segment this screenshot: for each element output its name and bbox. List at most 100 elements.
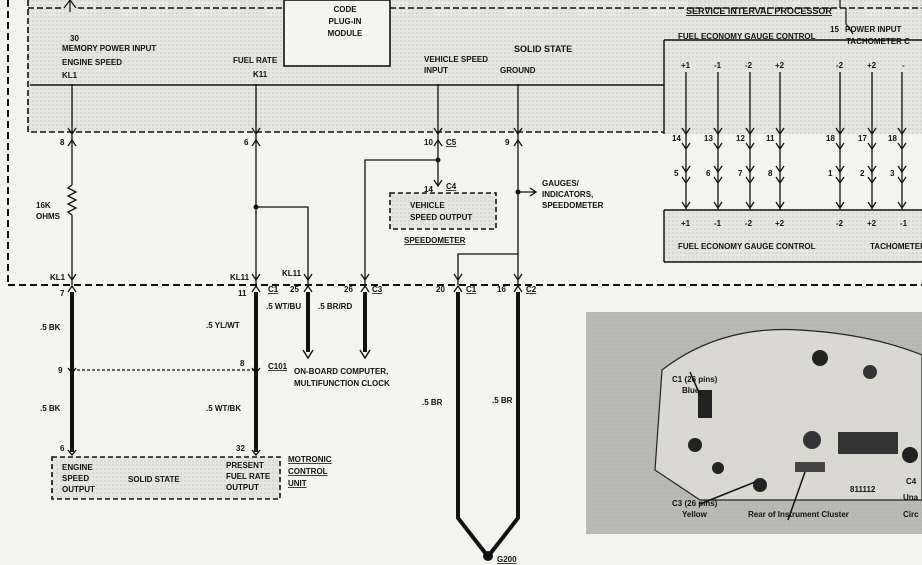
memory-power-label: MEMORY POWER INPUT (62, 44, 156, 53)
photo-code-label: 811112 (850, 485, 876, 494)
svg-text:+2: +2 (775, 219, 785, 228)
c1-connector (698, 390, 712, 418)
pin-32: 32 (236, 444, 245, 453)
svg-text:-2: -2 (836, 219, 844, 228)
vehicle-speed-output-box (389, 192, 497, 230)
svg-text:-1: -1 (900, 219, 908, 228)
kl1-label: KL1 (62, 71, 78, 80)
wire-bk-1-label: .5 BK (40, 323, 61, 332)
wire-br-2-label: .5 BR (492, 396, 513, 405)
vehicle-speed-output-label: VEHICLE (410, 201, 445, 210)
svg-text:CONTROL: CONTROL (288, 467, 328, 476)
svg-text:-2: -2 (745, 61, 753, 70)
vehicle-speed-input-label: VEHICLE SPEED (424, 55, 488, 64)
pin-26: 26 (344, 285, 353, 294)
svg-text:+1: +1 (681, 61, 691, 70)
svg-text:7: 7 (738, 169, 743, 178)
code-plugin-label: CODE PLUG-IN MODULE (328, 5, 363, 38)
svg-text:PLUG-IN: PLUG-IN (329, 17, 362, 26)
svg-text:+2: +2 (775, 61, 785, 70)
fuel-economy-bottom-label: FUEL ECONOMY GAUGE CONTROL (678, 242, 816, 251)
solid-state-bottom-label: SOLID STATE (128, 475, 180, 484)
svg-text:2: 2 (860, 169, 865, 178)
g200-label: G200 (497, 555, 517, 564)
c101-label: C101 (268, 362, 288, 371)
heavy-wires (70, 292, 520, 556)
solid-state-top-label: SOLID STATE (514, 44, 572, 54)
c4-label: C4 (446, 182, 457, 191)
thin-wires (66, 84, 538, 371)
svg-text:-2: -2 (836, 61, 844, 70)
motronic-label: MOTRONIC (288, 455, 332, 464)
pin-8-splice: 8 (240, 359, 245, 368)
pin-16: 16 (497, 285, 506, 294)
ground-label: GROUND (500, 66, 536, 75)
gauge-polarity-top: +1 -1 -2 +2 -2 +2 - (681, 61, 905, 70)
cluster-boundary (7, 0, 922, 286)
photo-c1-label: C1 (26 pins) (672, 375, 718, 384)
c2-label: C2 (526, 285, 537, 294)
wire-yl-wt-label: .5 YL/WT (206, 321, 240, 330)
svg-text:+2: +2 (867, 61, 877, 70)
svg-text:INDICATORS,: INDICATORS, (542, 190, 593, 199)
wire-wt-bu-label: .5 WT/BU (266, 302, 301, 311)
svg-text:+2: +2 (867, 219, 877, 228)
svg-text:-1: -1 (714, 219, 722, 228)
pin-6-top: 6 (244, 138, 249, 147)
pin-8-top: 8 (60, 138, 65, 147)
tachometer-bottom-label: TACHOMETER (870, 242, 922, 251)
on-board-computer-label: ON-BOARD COMPUTER, (294, 367, 388, 376)
svg-text:1: 1 (828, 169, 833, 178)
pin-20: 20 (436, 285, 445, 294)
pin-30: 30 (70, 34, 79, 43)
svg-text:OUTPUT: OUTPUT (226, 483, 259, 492)
svg-text:UNIT: UNIT (288, 479, 307, 488)
pin-15: 15 (830, 25, 839, 34)
svg-text:MULTIFUNCTION CLOCK: MULTIFUNCTION CLOCK (294, 379, 390, 388)
svg-text:11: 11 (766, 134, 775, 143)
svg-text:17: 17 (858, 134, 867, 143)
wire-wt-bk-label: .5 WT/BK (206, 404, 241, 413)
wire-bk-2-label: .5 BK (40, 404, 61, 413)
present-fuel-rate-label: PRESENT (226, 461, 264, 470)
kl11-b-label: KL11 (282, 269, 302, 278)
power-input-label: POWER INPUT (845, 25, 902, 34)
svg-text:18: 18 (888, 134, 897, 143)
pin-9-splice: 9 (58, 366, 63, 375)
pin-25: 25 (290, 285, 299, 294)
c1-b-label: C1 (466, 285, 477, 294)
svg-text:OUTPUT: OUTPUT (62, 485, 95, 494)
code-plugin-module (283, 0, 391, 67)
svg-text:SPEED: SPEED (62, 474, 89, 483)
svg-text:14: 14 (672, 134, 681, 143)
tachometer-top-label: TACHOMETER C (846, 37, 910, 46)
k11-label: K11 (253, 70, 268, 79)
svg-text:12: 12 (736, 134, 745, 143)
pin-14: 14 (424, 185, 433, 194)
svg-text:FUEL RATE: FUEL RATE (226, 472, 271, 481)
gauges-label: GAUGES/ (542, 179, 580, 188)
svg-text:MODULE: MODULE (328, 29, 363, 38)
svg-text:OHMS: OHMS (36, 212, 61, 221)
fuel-rate-label: FUEL RATE (233, 56, 278, 65)
svg-text:13: 13 (704, 134, 713, 143)
resistor-label: 16K (36, 201, 51, 210)
svg-text:Circ: Circ (903, 510, 919, 519)
wire-br-rd-label: .5 BR/RD (318, 302, 352, 311)
svg-text:3: 3 (890, 169, 895, 178)
engine-speed-output-label: ENGINE (62, 463, 93, 472)
gauge-pins-mid: 5 6 7 8 1 2 3 (674, 169, 895, 178)
upper-module-box (27, 0, 922, 134)
svg-text:Una: Una (903, 493, 919, 502)
pin-7: 7 (60, 289, 65, 298)
speedometer-label: SPEEDOMETER (404, 236, 466, 245)
gauge-wiring (681, 72, 907, 210)
photo-c3-label: C3 (26 pins) (672, 499, 718, 508)
ground-symbol (483, 551, 493, 561)
svg-text:5: 5 (674, 169, 679, 178)
photo-rear-label: Rear of Instrument Cluster (748, 510, 849, 519)
pin-10: 10 (424, 138, 433, 147)
cluster-photo (586, 312, 922, 534)
engine-speed-label: ENGINE SPEED (62, 58, 122, 67)
